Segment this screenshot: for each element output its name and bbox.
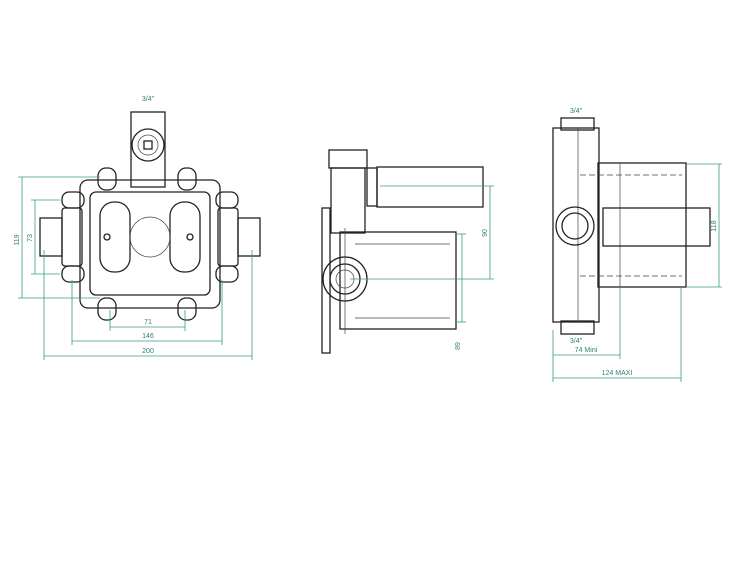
dim-200: 200 bbox=[142, 348, 154, 355]
dim-89: 89 bbox=[455, 342, 462, 350]
side-view: 90 89 bbox=[321, 149, 494, 354]
pipe-size-bottom: 3/4" bbox=[570, 338, 583, 345]
dim-146: 146 bbox=[142, 333, 154, 340]
pipe-size-label: 3/4" bbox=[142, 96, 155, 103]
dim-124-maxi: 124 MAXI bbox=[602, 370, 633, 377]
pipe-size-top: 3/4" bbox=[570, 108, 583, 115]
dim-119: 119 bbox=[14, 234, 21, 245]
front-view: 3/4" 119 73 71 146 200 bbox=[14, 96, 261, 360]
dim-74-mini: 74 Mini bbox=[575, 347, 598, 354]
right-view: 3/4" 3/4" 118 74 Mini 124 MAXI bbox=[552, 108, 722, 382]
dim-71: 71 bbox=[144, 319, 152, 326]
dim-90: 90 bbox=[482, 229, 489, 237]
dim-73: 73 bbox=[27, 234, 34, 242]
dim-118: 118 bbox=[711, 220, 718, 231]
